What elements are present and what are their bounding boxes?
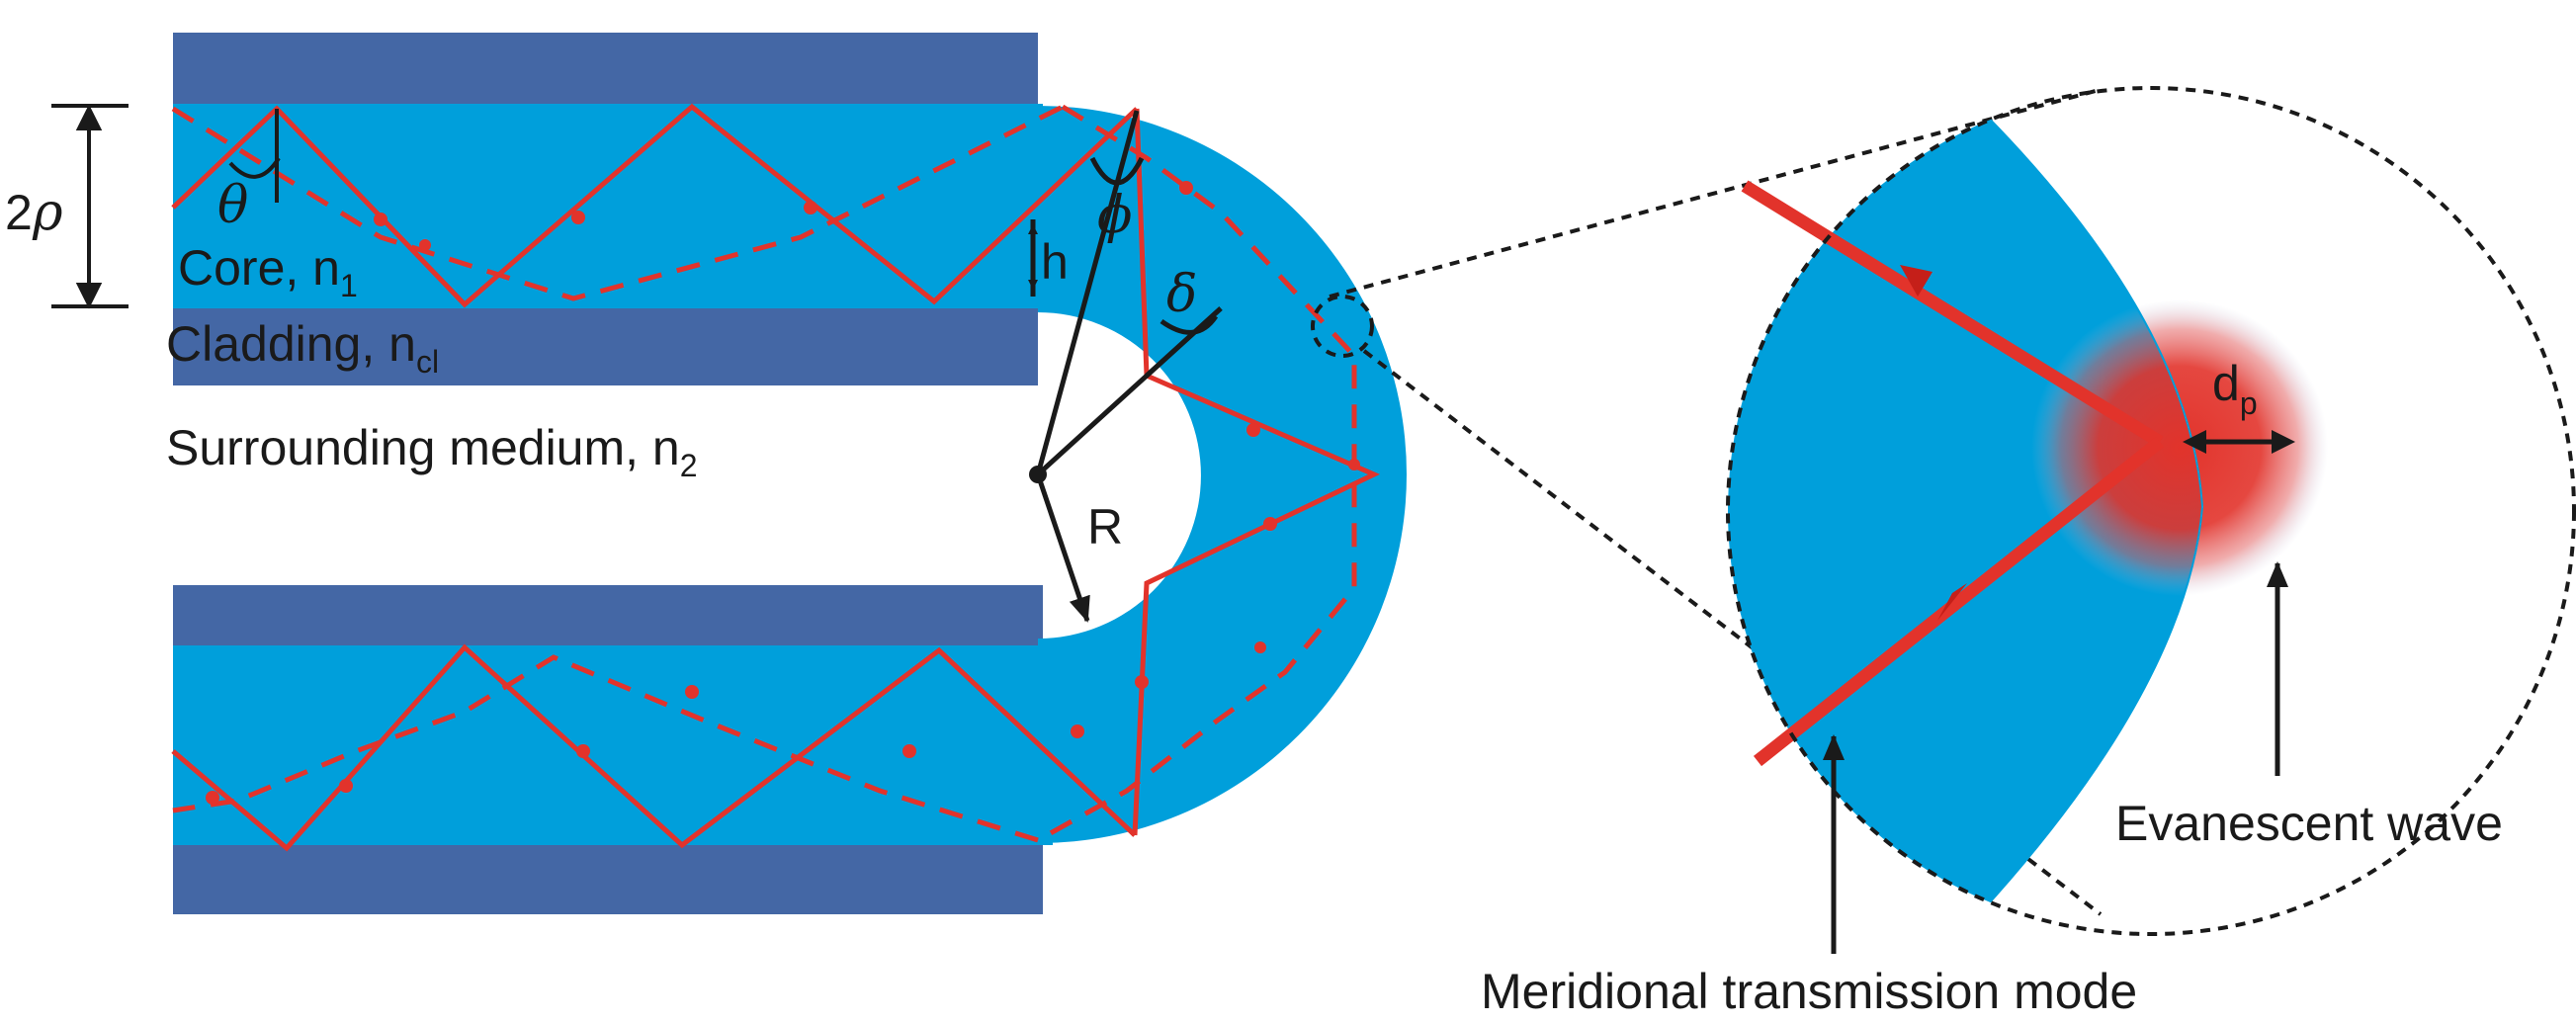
medium-sub: 2 <box>680 448 698 483</box>
lower-dashed-ray <box>172 654 1039 843</box>
upper-dashed-ray <box>171 104 1065 301</box>
bend-center-point <box>1029 466 1047 483</box>
diameter-marker <box>51 104 129 309</box>
lower-solid-ray <box>171 643 1137 852</box>
upper-solid-ray <box>171 103 1139 308</box>
delta-label: δ <box>1166 265 1197 324</box>
radius-label: R <box>1087 499 1123 555</box>
meridional-mode-label: Meridional transmission mode <box>1481 964 2137 1019</box>
cladding-sub: cl <box>416 344 439 380</box>
diameter-label-prefix: 2 <box>5 185 33 240</box>
phi-label: ϕ <box>1097 186 1132 245</box>
dp-text: d <box>2212 356 2240 411</box>
zoomed-reflected-ray <box>1753 436 2165 767</box>
zoom-source-circle <box>1311 295 1374 358</box>
upper-cladding-top <box>173 33 1038 108</box>
bend-core <box>1038 106 1407 843</box>
dp-label: dp <box>2212 356 2258 421</box>
core-sub: 1 <box>340 268 358 303</box>
theta-construction <box>228 109 281 203</box>
zoom-connector-top <box>1329 89 2097 299</box>
lower-cladding-top <box>173 585 1043 650</box>
ray-direction-marks <box>206 181 1360 805</box>
theta-label: θ <box>217 176 248 235</box>
zoom-outline-circle <box>1726 86 2576 936</box>
core-text: Core, n <box>178 240 340 296</box>
zoomed-core-edge <box>1917 88 2204 934</box>
zoomed-incident-ray <box>1741 180 2164 448</box>
bend-dashed-ray <box>1036 104 1357 843</box>
diameter-label-rho: ρ <box>32 183 63 242</box>
bend-solid-ray <box>1132 108 1381 836</box>
cladding-text: Cladding, n <box>166 316 416 372</box>
medium-text: Surrounding medium, n <box>166 420 680 475</box>
evanescent-wave-label: Evanescent wave <box>2115 796 2503 851</box>
medium-label: Surrounding medium, n2 <box>166 420 698 483</box>
h-label: h <box>1041 234 1069 290</box>
incident-ray-arrowhead <box>1900 265 1932 297</box>
dp-sub: p <box>2240 385 2258 421</box>
lower-cladding-bottom <box>173 842 1043 914</box>
upper-cladding-bottom <box>173 304 1038 385</box>
geometry-lines <box>1028 110 1223 623</box>
core-label: Core, n1 <box>178 240 358 303</box>
cladding-label: Cladding, ncl <box>166 316 439 380</box>
reflected-ray-arrowhead <box>1937 583 1967 621</box>
evanescent-field <box>2031 299 2328 596</box>
penetration-depth-arrow <box>2183 430 2295 454</box>
lower-core <box>173 645 1053 845</box>
